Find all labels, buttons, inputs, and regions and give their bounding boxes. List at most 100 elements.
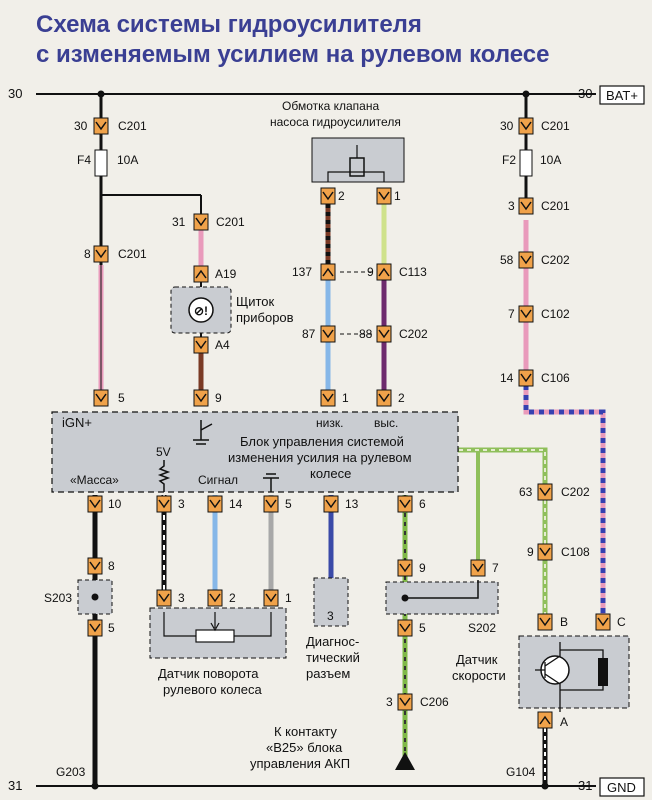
- bat-plus-box: [599, 85, 645, 105]
- cluster-pin-a19: A19: [215, 267, 237, 281]
- connector-pin-icon: [376, 187, 392, 205]
- valve-wire-labels: 137 9 C113 87 88 C202 1 2: [292, 265, 428, 405]
- module-pin-gnd2: 5: [285, 497, 292, 511]
- tcm-label3: управления АКП: [250, 756, 350, 771]
- connector-pin-icon: [156, 495, 172, 513]
- connector-pin-icon: [193, 389, 209, 407]
- control-module: iGN+ низк. выс. Блок управления системой…: [51, 411, 459, 511]
- module-label-line1: Блок управления системой: [240, 434, 404, 449]
- right-c202-pin: 58: [500, 253, 514, 267]
- module-ground-label: «Масса»: [70, 473, 119, 487]
- vehicle-speed-sensor: 63 C202 9 C108 B C Датчик скорости A: [452, 485, 630, 729]
- module-5v-label: 5V: [156, 445, 171, 459]
- module-pin-tcm: 6: [419, 497, 426, 511]
- steering-angle-sensor: 3 2 1 Датчик поворота рулевого колеса: [149, 591, 292, 697]
- c202-left-pin: 87: [302, 327, 316, 341]
- connector-pin-icon: [193, 213, 209, 231]
- connector-pin-icon: [323, 495, 339, 513]
- ground-rail-bottom: 31 31 GND: [8, 777, 645, 797]
- connector-pin-icon: [397, 619, 413, 637]
- ign-label: iGN+: [62, 415, 92, 430]
- right-c106-pin: 14: [500, 371, 514, 385]
- c113-left-pin: 137: [292, 265, 312, 279]
- splice-s203: S203 8 5: [44, 559, 115, 635]
- c206-name: C206: [420, 695, 449, 709]
- connector-pin-icon: [87, 557, 103, 575]
- connector-pin-icon: [93, 245, 109, 263]
- c113-right-pin: 9: [367, 265, 374, 279]
- splice-s203-pin-top: 8: [108, 559, 115, 573]
- connector-pin-icon: [470, 559, 486, 577]
- connector-pin-icon: [376, 325, 392, 343]
- diagram-title-line1: Схема системы гидроусилителя: [36, 11, 422, 38]
- left-c201-mid-name: C201: [118, 247, 147, 261]
- connector-pin-icon: [537, 483, 553, 501]
- valve-label-line2: насоса гидроусилителя: [270, 115, 401, 129]
- connector-pin-icon: [320, 325, 336, 343]
- module-pin-ground: 10: [108, 497, 122, 511]
- connector-pin-icon: [93, 389, 109, 407]
- connector-pin-icon: [537, 613, 553, 631]
- right-feed-labels: 30 C201 F2 10A 3 C201 58 C202 7 C102 14 …: [500, 119, 570, 385]
- connector-pin-icon: [595, 613, 611, 631]
- valve-box: [311, 137, 405, 183]
- rail-top-right-number: 30: [578, 86, 592, 101]
- connector-pin-icon: [263, 589, 279, 607]
- power-rail-top: 30 30 BAT+: [8, 85, 645, 105]
- rail-bottom-right-number: 31: [578, 778, 592, 793]
- warning-lamp-icon: [188, 297, 214, 323]
- steering-sensor-pin2: 2: [229, 591, 236, 605]
- cluster-c201-name: C201: [216, 215, 245, 229]
- connector-pin-icon: [518, 197, 534, 215]
- right-c102-pin: 7: [508, 307, 515, 321]
- module-pin-9: 9: [215, 391, 222, 405]
- fuse-f2-symbol: [519, 149, 533, 177]
- c202-name: C202: [399, 327, 428, 341]
- connector-pin-icon: [93, 117, 109, 135]
- splice-s202-pin-right: 7: [492, 561, 499, 575]
- splice-s203-pin-bottom: 5: [108, 621, 115, 635]
- module-pin-high: 2: [398, 391, 405, 405]
- cluster-label-1: Щиток: [236, 294, 274, 309]
- steering-sensor-label1: Датчик поворота: [158, 666, 259, 681]
- right-c102-name: C102: [541, 307, 570, 321]
- hall-element-icon: [598, 658, 608, 686]
- splice-s202-pin-left: 9: [419, 561, 426, 575]
- bat-plus-label: BAT+: [606, 88, 638, 103]
- speed-sensor-label2: скорости: [452, 668, 506, 683]
- connector-pin-icon: [518, 251, 534, 269]
- module-ground-icon: [263, 473, 279, 492]
- cluster-c201-pin: 31: [172, 215, 186, 229]
- connector-pin-icon: [397, 559, 413, 577]
- valve-label-line1: Обмотка клапана: [282, 99, 379, 113]
- gnd-label: GND: [607, 780, 636, 795]
- connector-pin-icon: [320, 263, 336, 281]
- valve-pin-right: 1: [394, 189, 401, 203]
- connector-pin-icon: [207, 495, 223, 513]
- tcm-arrow-icon: [395, 752, 415, 770]
- module-resistor-icon: [157, 460, 171, 492]
- rail-top-left-number: 30: [8, 86, 22, 101]
- splice-s202-pin-bottom: 5: [419, 621, 426, 635]
- speed-c108-name: C108: [561, 545, 590, 559]
- connector-pin-icon: [518, 117, 534, 135]
- ign-pin: 5: [118, 391, 125, 405]
- connector-pin-icon: [397, 693, 413, 711]
- module-low-label: низк.: [316, 416, 343, 430]
- left-feed-labels: 30 C201 F4 10A 8 C201 5: [74, 119, 147, 405]
- diag-label2: тический: [306, 650, 360, 665]
- connector-pin-icon: [193, 336, 209, 354]
- connector-pin-icon: [518, 305, 534, 323]
- module-label-line3: колесе: [310, 466, 351, 481]
- warning-lamp-glyph: ⊘!: [194, 304, 208, 318]
- steering-sensor-pin1: 3: [178, 591, 185, 605]
- module-pin-signal: 14: [229, 497, 243, 511]
- module-signal-label: Сигнал: [198, 473, 238, 487]
- connector-pin-icon: [87, 495, 103, 513]
- connector-pin-icon: [263, 495, 279, 513]
- ground-g203-label: G203: [56, 765, 86, 779]
- control-module-box: [51, 411, 459, 493]
- diag-label3: разъем: [306, 666, 350, 681]
- speed-pin-a: A: [560, 715, 568, 729]
